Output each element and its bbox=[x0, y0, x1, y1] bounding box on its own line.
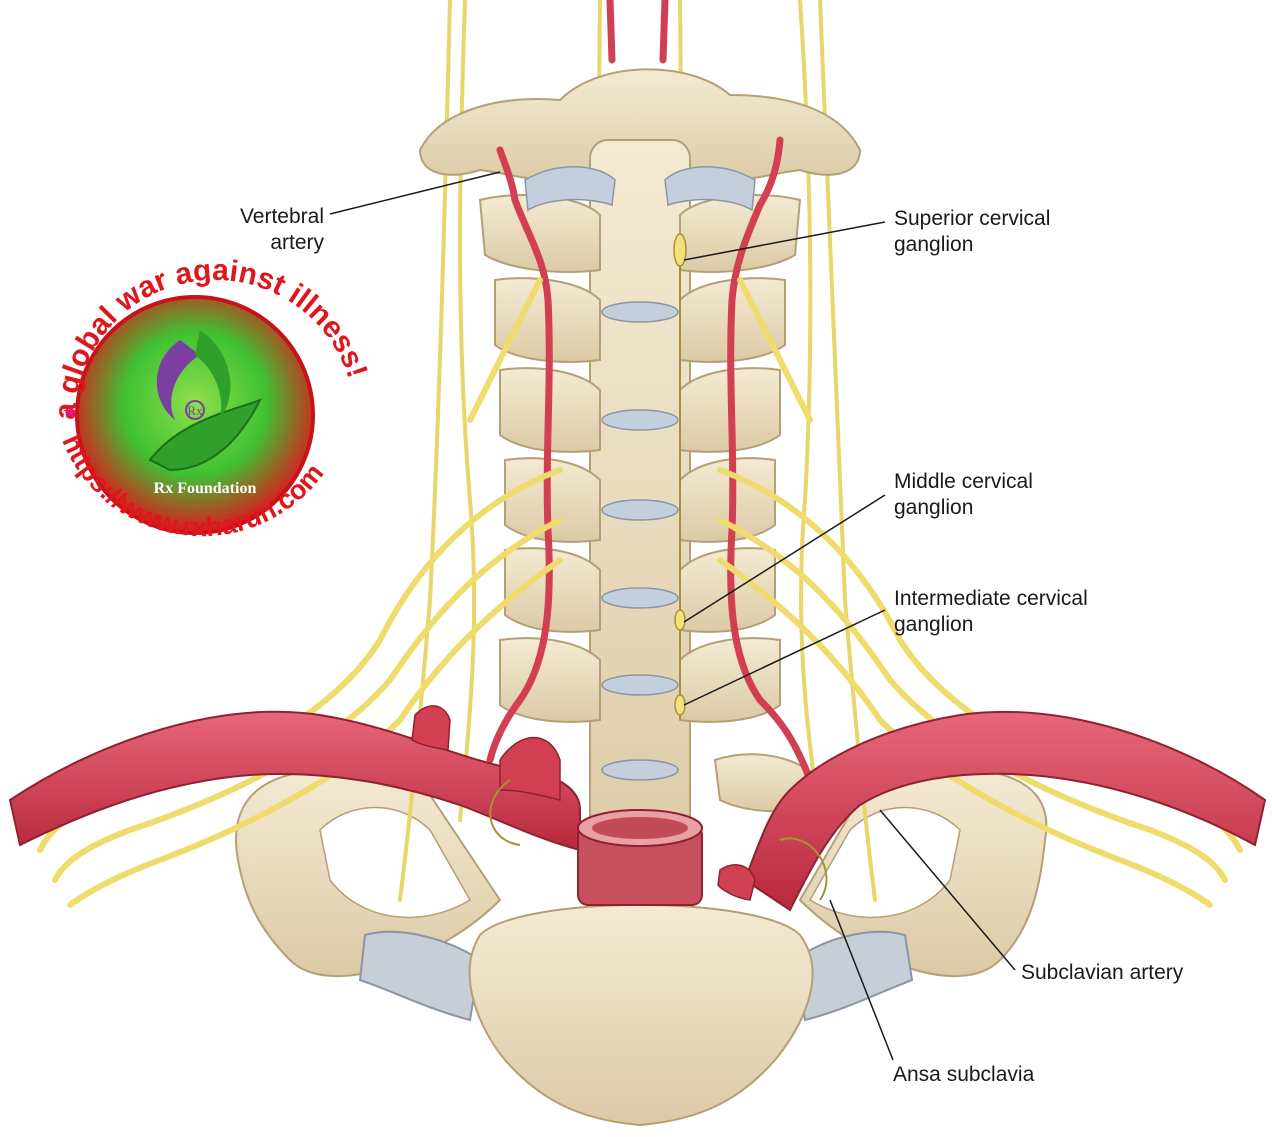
label-vertebral-artery: Vertebral artery bbox=[200, 204, 324, 256]
sympathetic-trunk-detail bbox=[489, 250, 828, 901]
subclavian-arteries bbox=[8, 705, 1267, 912]
logo-monogram: Rx bbox=[187, 403, 203, 418]
leader-vertebral-artery bbox=[329, 171, 501, 215]
label-superior-line1: Superior cervical bbox=[894, 207, 1051, 230]
leader-lines bbox=[329, 171, 1016, 1061]
label-ansa-line1: Ansa subclavia bbox=[893, 1063, 1035, 1086]
label-superior-line2: ganglion bbox=[894, 233, 974, 256]
label-middle-line1: Middle cervical bbox=[894, 470, 1033, 493]
logo-star-icon: ★ bbox=[62, 402, 78, 422]
leader-subclavian-artery bbox=[879, 809, 1016, 971]
label-intermediate-line1: Intermediate cervical bbox=[894, 587, 1088, 610]
vertebral-arteries bbox=[486, 0, 814, 784]
leader-middle-cervical-ganglion bbox=[683, 494, 886, 623]
trachea-ring bbox=[577, 809, 703, 906]
label-superior-cervical-ganglion: Superior cervical ganglion bbox=[894, 206, 1050, 258]
label-middle-cervical-ganglion: Middle cervical ganglion bbox=[894, 469, 1033, 521]
leader-intermediate-cervical-ganglion bbox=[683, 609, 886, 706]
cervical-vertebral-column bbox=[418, 68, 862, 901]
label-intermediate-cervical-ganglion: Intermediate cervical ganglion bbox=[894, 586, 1088, 638]
label-vertebral-artery-line2: artery bbox=[270, 231, 324, 254]
leader-ansa-subclavia bbox=[829, 899, 894, 1061]
label-vertebral-artery-line1: Vertebral bbox=[239, 205, 324, 228]
logo-center-text: Rx Foundation bbox=[154, 480, 257, 497]
label-subclavian-line1: Subclavian artery bbox=[1021, 961, 1184, 984]
rx-foundation-logo: Rx Rx Foundation a global war against il… bbox=[49, 254, 374, 542]
label-intermediate-line2: ganglion bbox=[894, 613, 974, 636]
manubrium bbox=[468, 904, 814, 1127]
label-middle-line2: ganglion bbox=[894, 496, 974, 519]
label-ansa-subclavia: Ansa subclavia bbox=[893, 1062, 1034, 1088]
label-subclavian-artery: Subclavian artery bbox=[1021, 960, 1183, 986]
leader-superior-cervical-ganglion bbox=[683, 221, 886, 261]
